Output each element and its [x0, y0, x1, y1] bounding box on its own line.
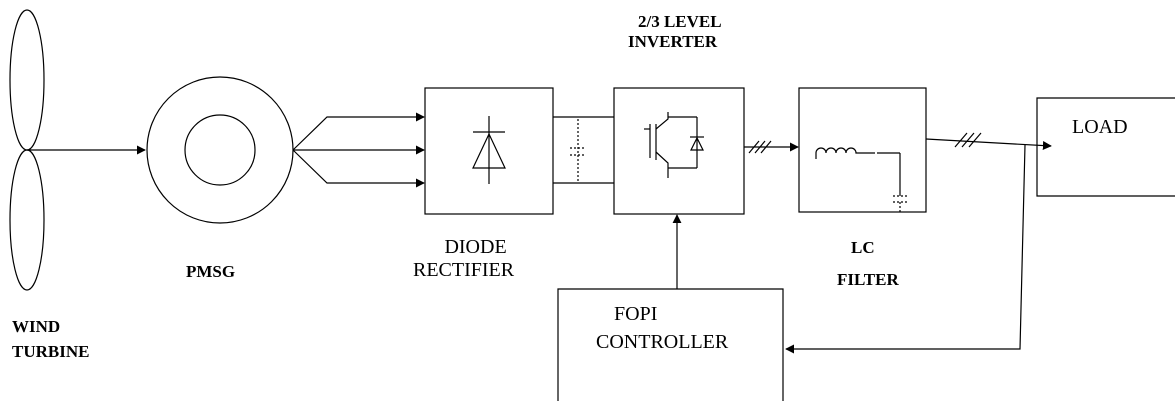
wind-turbine-label-line-1: WIND — [12, 317, 61, 336]
lc-filter-block — [798, 87, 927, 213]
inverter-label-line-1: 2/3 LEVEL — [638, 12, 722, 31]
diode-rectifier-label-line-2: RECTIFIER — [413, 259, 515, 281]
inverter-label-line-2: INVERTER — [628, 32, 718, 51]
wind-turbine-label-line-2: TURBINE — [12, 342, 90, 361]
lc-filter-label-line-1: LC — [851, 238, 875, 257]
capacitor-icon — [877, 152, 907, 212]
filter-to-load-arrow — [925, 138, 1052, 151]
dc-link-capacitor-icon — [570, 119, 586, 181]
pmsg-to-rectifier-lines — [292, 112, 425, 188]
lc-filter-label-line-2: FILTER — [837, 270, 899, 289]
diode-rectifier-block — [424, 87, 554, 215]
lc-filter-label: LC FILTER — [837, 232, 899, 296]
wind-turbine-label: WIND TURBINE — [12, 314, 89, 364]
fopi-label-line-1: FOPI — [614, 303, 658, 325]
inverter-label: 2/3 LEVEL INVERTER — [628, 12, 722, 52]
dc-link — [553, 116, 614, 184]
diode-icon — [472, 116, 506, 184]
fopi-label-line-2: CONTROLLER — [596, 331, 729, 353]
diode-rectifier-label: DIODE RECTIFIER — [413, 236, 514, 282]
pmsg-generator-icon — [146, 76, 294, 224]
inductor-icon — [815, 147, 875, 159]
three-phase-mark-2 — [954, 132, 982, 148]
igbt-icon — [644, 112, 704, 178]
three-phase-mark-1 — [748, 140, 772, 154]
fopi-controller-block — [557, 288, 784, 401]
feedback-line — [785, 144, 1026, 354]
load-label: LOAD — [1072, 116, 1128, 138]
load-block — [1036, 97, 1175, 197]
diode-rectifier-label-line-1: DIODE — [444, 236, 507, 258]
inverter-block — [613, 87, 745, 215]
fopi-controller-label: FOPI CONTROLLER — [596, 300, 728, 356]
pmsg-label: PMSG — [186, 262, 236, 281]
